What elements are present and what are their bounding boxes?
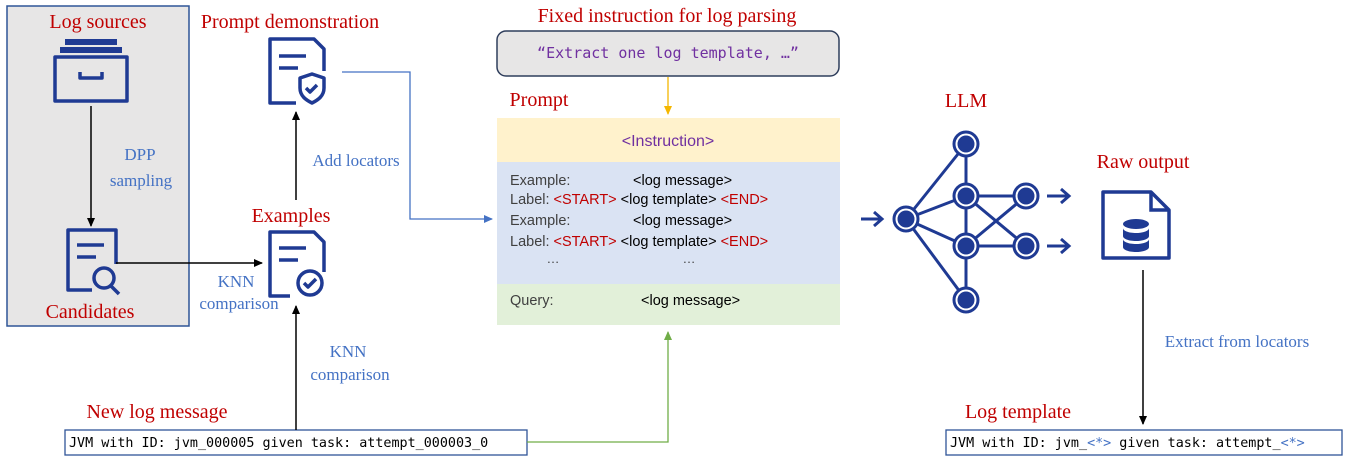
label-1-start: <START> <box>554 192 617 208</box>
prompt-title: Prompt <box>510 89 569 111</box>
label-2-template: <log template> <box>621 234 717 250</box>
raw-output-label: Raw output <box>1097 151 1190 173</box>
log-template-title: Log template <box>965 401 1071 423</box>
knn-label-lower: KNN <box>330 342 367 361</box>
document-check-icon <box>268 230 326 298</box>
label-2-start: <START> <box>554 234 617 250</box>
dpp-label: DPP <box>124 145 155 164</box>
template-part-1: JVM with ID: jvm_ <box>950 436 1088 451</box>
label-2: Label:<START><log template><END> <box>510 234 768 250</box>
prompt-query-section <box>497 284 840 325</box>
document-database-icon <box>1101 190 1171 260</box>
query-label: Query: <box>510 293 554 309</box>
label-2-prefix: Label: <box>510 234 550 250</box>
query-message: <log message> <box>641 293 740 309</box>
example-2-label: Example: <box>510 213 570 229</box>
knn-label-upper: KNN <box>218 272 255 291</box>
label-1-end: <END> <box>721 192 769 208</box>
ellipsis-left: … <box>547 251 560 266</box>
comparison-label-upper: comparison <box>199 294 279 313</box>
example-1-label: Example: <box>510 173 570 189</box>
document-search-icon <box>66 228 121 296</box>
prompt-instruction-text: <Instruction> <box>622 133 715 150</box>
template-part-2: given task: attempt_ <box>1111 436 1281 451</box>
log-sources-title: Log sources <box>49 11 146 33</box>
template-wildcard-2: <*> <box>1281 436 1305 451</box>
template-wildcard-1: <*> <box>1087 436 1111 451</box>
prompt-examples-section <box>497 162 840 284</box>
sampling-label: sampling <box>110 171 173 190</box>
fixed-instruction-text: “Extract one log template, …” <box>537 44 799 62</box>
extract-from-locators-label: Extract from locators <box>1165 332 1309 351</box>
comparison-label-lower: comparison <box>310 365 390 384</box>
label-2-end: <END> <box>721 234 769 250</box>
log-template-box <box>945 429 1343 456</box>
fixed-instruction-box <box>496 30 840 77</box>
new-log-message-text: JVM with ID: jvm_000005 given task: atte… <box>69 436 488 451</box>
arrow-demonstration-to-prompt <box>342 71 493 223</box>
example-1-message: <log message> <box>633 173 732 189</box>
new-log-message-title: New log message <box>86 401 227 423</box>
log-sources-panel <box>6 5 190 327</box>
prompt-demonstration-label: Prompt demonstration <box>201 11 379 33</box>
label-1-template: <log template> <box>621 192 717 208</box>
examples-label: Examples <box>252 205 331 227</box>
label-1: Label:<START><log template><END> <box>510 192 768 208</box>
llm-label: LLM <box>945 90 987 112</box>
candidates-label: Candidates <box>46 301 135 323</box>
prompt-instruction-section <box>497 118 840 162</box>
arrow-newlog-to-query <box>527 331 672 443</box>
add-locators-label: Add locators <box>312 151 399 170</box>
example-2-message: <log message> <box>633 213 732 229</box>
log-template-text: JVM with ID: jvm_<*> given task: attempt… <box>950 436 1305 451</box>
ellipsis-right: … <box>683 251 696 266</box>
file-cabinet-icon <box>53 39 129 103</box>
neural-network-icon <box>861 130 1072 314</box>
fixed-instruction-title: Fixed instruction for log parsing <box>538 5 797 27</box>
document-shield-icon <box>268 37 326 105</box>
label-1-prefix: Label: <box>510 192 550 208</box>
